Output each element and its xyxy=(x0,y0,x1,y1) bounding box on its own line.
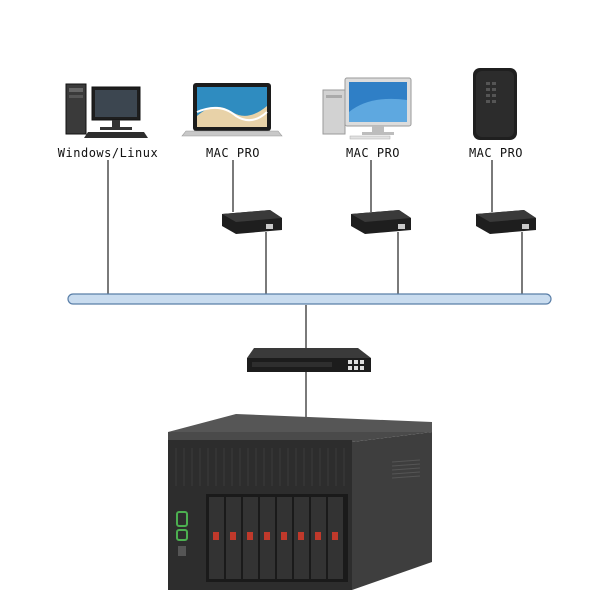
tower-workstation-icon xyxy=(473,68,517,140)
network-adapter-icon xyxy=(351,210,411,234)
laptop-label: MAC PRO xyxy=(205,146,261,160)
laptop-icon xyxy=(181,83,283,137)
all-in-one-computer-icon xyxy=(322,77,412,140)
macpro-label: MAC PRO xyxy=(468,146,524,160)
imac-label: MAC PRO xyxy=(345,146,401,160)
connection-lines xyxy=(107,160,523,418)
network-bus-icon xyxy=(67,293,552,305)
drive-bays xyxy=(209,497,343,579)
network-adapter-icon xyxy=(476,210,536,234)
network-adapter-icon xyxy=(222,210,282,234)
nas-server-icon xyxy=(168,414,432,590)
network-switch-icon xyxy=(247,348,371,372)
pc-label: Windows/Linux xyxy=(57,146,159,160)
desktop-computer-icon xyxy=(65,83,148,138)
